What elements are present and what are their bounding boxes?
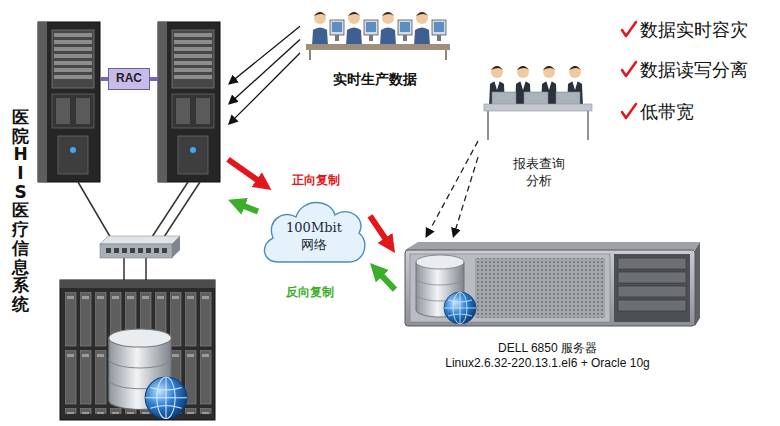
analysts bbox=[484, 66, 592, 140]
network-switch bbox=[114, 248, 119, 253]
network-switch bbox=[122, 248, 127, 253]
workstations bbox=[306, 12, 450, 60]
his-system-group: 医院HIS医疗信息系统 RAC bbox=[8, 18, 228, 422]
dell-rack-server bbox=[618, 300, 686, 311]
analysts bbox=[488, 111, 588, 140]
analysts bbox=[556, 92, 580, 105]
analysts bbox=[484, 104, 592, 111]
dashed-query-arrow bbox=[429, 141, 478, 231]
replication-arrow bbox=[380, 274, 395, 290]
workstations bbox=[306, 44, 450, 50]
replication-arrow bbox=[370, 216, 387, 241]
dell-rack-server bbox=[405, 242, 700, 326]
data-flow-arrow bbox=[234, 26, 300, 79]
blade-server bbox=[60, 280, 215, 420]
feature-item: 数据实时容灾 bbox=[640, 18, 748, 42]
network-label: 100Mbit 网络 bbox=[281, 220, 347, 254]
rac-box: RAC bbox=[108, 68, 150, 90]
group-caption: 实时生产数据 bbox=[333, 70, 417, 88]
network-switch bbox=[130, 248, 135, 253]
group-caption: 报表查询 分析 bbox=[510, 156, 568, 190]
network-wires bbox=[78, 182, 200, 280]
network-switch bbox=[162, 248, 167, 253]
data-flow-arrow bbox=[234, 40, 300, 100]
workstations bbox=[310, 50, 446, 60]
server-name: DELL 6850 服务器 bbox=[498, 341, 597, 357]
network-cloud: 100Mbit 网络 bbox=[258, 190, 370, 276]
network-wires bbox=[78, 182, 200, 280]
feature-item: 低带宽 bbox=[640, 100, 694, 124]
check-marks bbox=[622, 22, 636, 118]
dashed-query-arrow bbox=[455, 157, 478, 230]
edge-label: 正向复制 bbox=[290, 172, 342, 189]
dell-rack-server bbox=[416, 255, 476, 324]
workstations bbox=[346, 12, 378, 46]
blade-server bbox=[109, 329, 187, 419]
replication-arrow bbox=[228, 159, 260, 181]
dell-rack-server bbox=[695, 242, 700, 326]
workstation-group: 实时生产数据 bbox=[300, 6, 450, 90]
network-switch bbox=[154, 248, 159, 253]
dell-rack-server bbox=[618, 286, 686, 297]
edge-label: 反向复制 bbox=[284, 284, 336, 301]
dell-rack-server bbox=[618, 272, 686, 283]
network-switch bbox=[106, 248, 111, 253]
network-switch bbox=[100, 236, 180, 244]
analysts bbox=[524, 92, 548, 105]
workstations bbox=[312, 12, 344, 46]
network-switch bbox=[100, 236, 180, 258]
tower-servers bbox=[158, 22, 220, 182]
dell-rack-server bbox=[614, 254, 690, 322]
dell-rack-server bbox=[405, 242, 700, 250]
network-switch bbox=[138, 248, 143, 253]
system-title: 医院HIS医疗信息系统 bbox=[12, 108, 29, 314]
feature-item: 数据读写分离 bbox=[640, 58, 748, 82]
dell-rack-server bbox=[618, 258, 686, 269]
dell-rack-server bbox=[405, 250, 695, 326]
dell-server: DELL 6850 服务器Linux2.6.32-220.13.1.el6 + … bbox=[395, 238, 700, 374]
workstations bbox=[380, 12, 412, 46]
data-flow-arrow bbox=[234, 53, 300, 119]
tower-servers bbox=[38, 22, 220, 182]
server-spec: Linux2.6.32-220.13.1.el6 + Oracle 10g bbox=[445, 356, 649, 372]
blade-server bbox=[60, 280, 215, 420]
analysts bbox=[492, 92, 516, 105]
cloud-shape bbox=[264, 202, 364, 262]
network-switch bbox=[146, 248, 151, 253]
blade-server bbox=[60, 280, 215, 288]
dell-rack-server bbox=[475, 258, 605, 318]
network-switch bbox=[100, 244, 172, 258]
network-switch bbox=[172, 236, 180, 258]
tower-servers bbox=[38, 22, 100, 182]
analyst-group: 报表查询 分析 bbox=[478, 58, 600, 192]
replication-arrow bbox=[241, 205, 258, 211]
workstations bbox=[414, 12, 446, 46]
check-marks bbox=[622, 22, 636, 118]
connectors bbox=[228, 26, 478, 290]
rac-label: RAC bbox=[116, 71, 142, 87]
